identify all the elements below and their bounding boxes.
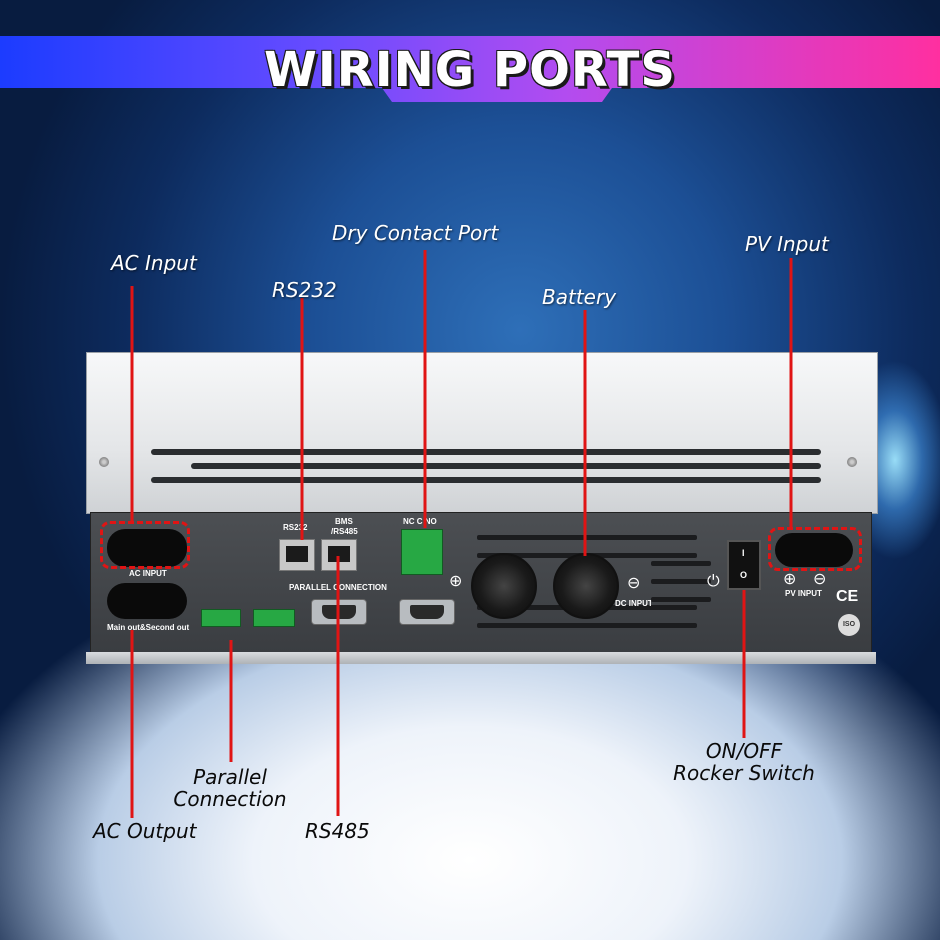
parallel-panel-label: PARALLEL CONNECTION	[289, 583, 387, 592]
vent-slot	[477, 623, 697, 628]
switch-callout: ON/OFF Rocker Switch	[660, 740, 828, 784]
vent-slot	[191, 463, 821, 469]
ac-output-port	[107, 583, 187, 619]
pv-input-highlight	[768, 527, 862, 571]
minus-icon: ⊖	[627, 573, 641, 592]
bms-panel-label: BMS	[335, 517, 353, 526]
power-icon: ⏻	[707, 571, 720, 590]
rocker-switch[interactable]: I O	[727, 540, 761, 590]
ac-output-callout: AC Output	[93, 819, 197, 843]
plus-icon: ⊕	[449, 571, 463, 590]
vent-slot	[151, 477, 821, 483]
switch-callout-line1: ON/OFF	[705, 739, 783, 763]
pv-input-callout: PV Input	[745, 232, 829, 256]
inverter-rear-panel: AC INPUT Main out&Second out RS232 BMS /…	[90, 512, 872, 654]
iso-badge: ISO	[838, 614, 860, 636]
vent-slot	[651, 561, 711, 566]
parallel-callout-line1: Parallel	[193, 765, 267, 789]
battery-positive-terminal	[471, 553, 537, 619]
screw-icon	[847, 457, 857, 467]
parallel-terminal-right	[253, 609, 295, 627]
dry-contact-terminal	[401, 529, 443, 575]
rs485-callout: RS485	[305, 819, 370, 843]
parallel-callout-line2: Connection	[173, 787, 287, 811]
rocker-on-mark: I	[742, 548, 745, 558]
rs232-port	[279, 539, 315, 571]
rs232-panel-label: RS232	[283, 523, 308, 532]
vent-slot	[151, 449, 821, 455]
main-out-label: Main out&Second out	[107, 623, 190, 632]
rs485-port	[321, 539, 357, 571]
rs485-panel-label: /RS485	[331, 527, 358, 536]
pv-input-port	[775, 533, 853, 567]
parallel-db15-port	[399, 599, 455, 625]
ac-input-label: AC INPUT	[129, 569, 167, 578]
plus-icon: ⊕	[783, 569, 797, 588]
pv-input-panel-label: PV INPUT	[785, 589, 822, 598]
ac-input-port	[107, 529, 187, 567]
dry-contact-panel-label: NC C NO	[403, 517, 437, 526]
switch-callout-line2: Rocker Switch	[673, 761, 815, 785]
rocker-off-mark: O	[740, 570, 748, 580]
vent-slot	[477, 535, 697, 540]
vent-slot	[651, 597, 711, 602]
minus-icon: ⊖	[813, 569, 827, 588]
inverter-base	[86, 652, 876, 664]
dry-contact-callout: Dry Contact Port	[332, 221, 499, 245]
screw-icon	[99, 457, 109, 467]
parallel-db9-port	[311, 599, 367, 625]
dc-input-label: DC INPUT	[615, 599, 653, 608]
battery-negative-terminal	[553, 553, 619, 619]
ac-input-callout: AC Input	[111, 251, 197, 275]
rs232-callout: RS232	[272, 278, 337, 302]
vent-slot	[651, 579, 711, 584]
parallel-callout: Parallel Connection	[160, 766, 300, 810]
page-title: WIRING PORTS	[263, 42, 676, 98]
battery-callout: Battery	[542, 285, 617, 309]
ac-input-highlight	[100, 521, 190, 569]
parallel-terminal-left	[201, 609, 241, 627]
ce-mark: CE	[836, 588, 859, 605]
inverter-top-housing	[86, 352, 878, 514]
